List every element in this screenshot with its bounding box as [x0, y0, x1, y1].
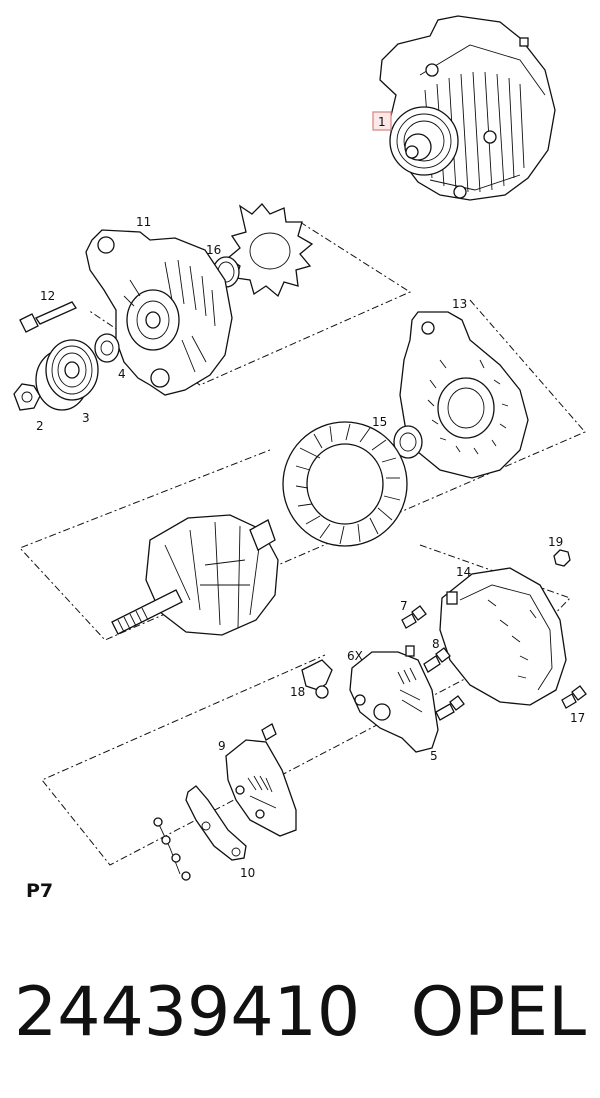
- fan: [226, 203, 314, 298]
- part-number: 24439410: [14, 973, 361, 1052]
- callout-16: 16: [206, 243, 221, 257]
- callout-9: 9: [218, 739, 226, 753]
- callout-19: 19: [548, 535, 563, 549]
- terminal-bracket-18: [301, 659, 333, 699]
- callout-15: 15: [372, 415, 387, 429]
- callout-18: 18: [290, 685, 305, 699]
- screw-8: [423, 647, 451, 673]
- screw-lower: [435, 695, 465, 721]
- callout-13: 13: [452, 297, 467, 311]
- bearing-4: [94, 333, 120, 363]
- insulating-plate-10: [185, 785, 247, 861]
- callout-6x: 6X: [347, 649, 363, 663]
- footer: 24439410 OPEL: [14, 968, 594, 1058]
- brand-name: OPEL: [410, 973, 586, 1052]
- screw-17: [561, 685, 587, 709]
- callout-1-highlight: 1: [372, 111, 392, 131]
- callout-14: 14: [456, 565, 471, 579]
- callout-8: 8: [432, 637, 440, 651]
- callout-3: 3: [82, 411, 90, 425]
- screw-7: [401, 605, 427, 629]
- callout-2: 2: [36, 419, 44, 433]
- terminal-strip: [153, 817, 191, 881]
- pulley-3: [35, 339, 99, 411]
- drive-end-shield: [85, 229, 233, 396]
- callout-11: 11: [136, 215, 151, 229]
- slip-ring-end-shield: [399, 311, 529, 479]
- regulator-5: [349, 645, 439, 753]
- page-code: P7: [26, 880, 54, 902]
- callout-7: 7: [400, 599, 408, 613]
- callout-labels: 2 3 4 5 6X 7 8 9 10 11 12 13 14 15 16 17…: [36, 215, 585, 880]
- callout-10: 10: [240, 866, 255, 880]
- callout-12: 12: [40, 289, 55, 303]
- callout-5: 5: [430, 749, 438, 763]
- exploded-parts-diagram: 1: [13, 15, 587, 881]
- rear-cover: [439, 567, 567, 706]
- callout-4: 4: [118, 367, 126, 381]
- nut-2: [13, 383, 41, 411]
- assembly-guide-lines: [19, 221, 586, 866]
- alternator-assembly: [379, 15, 556, 201]
- bearing-15: [393, 425, 423, 459]
- nut-19: [553, 549, 571, 567]
- callout-1: 1: [378, 115, 386, 129]
- stator: [282, 421, 408, 547]
- rotor: [111, 514, 279, 636]
- callout-17: 17: [570, 711, 585, 725]
- rectifier-9: [225, 723, 297, 837]
- bolt-12: [19, 301, 77, 333]
